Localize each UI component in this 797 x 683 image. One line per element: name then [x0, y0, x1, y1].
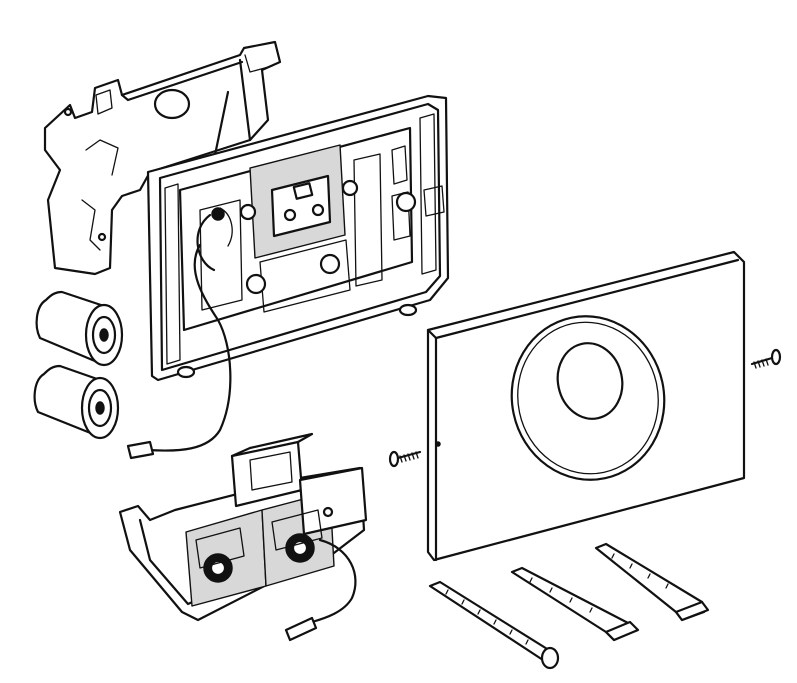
- cable-plug: [126, 440, 155, 460]
- screw-left: [388, 450, 422, 468]
- control-cable: [284, 538, 357, 642]
- control-cable-plug: [284, 616, 318, 642]
- bracket-hole: [153, 88, 191, 120]
- screw-right: [750, 348, 782, 369]
- rear-bracket: [43, 40, 282, 276]
- mounting-frame: [146, 94, 450, 382]
- sensor-window: [556, 342, 624, 420]
- cover-plate: [426, 250, 746, 562]
- spacer-rod-1: [428, 580, 560, 670]
- frame-cable: [126, 243, 232, 460]
- battery-2: [33, 364, 120, 440]
- battery-1: [35, 290, 124, 367]
- control-unit: [118, 432, 368, 622]
- spacer-rod-3: [594, 542, 710, 622]
- spacer-rod-2: [510, 566, 640, 642]
